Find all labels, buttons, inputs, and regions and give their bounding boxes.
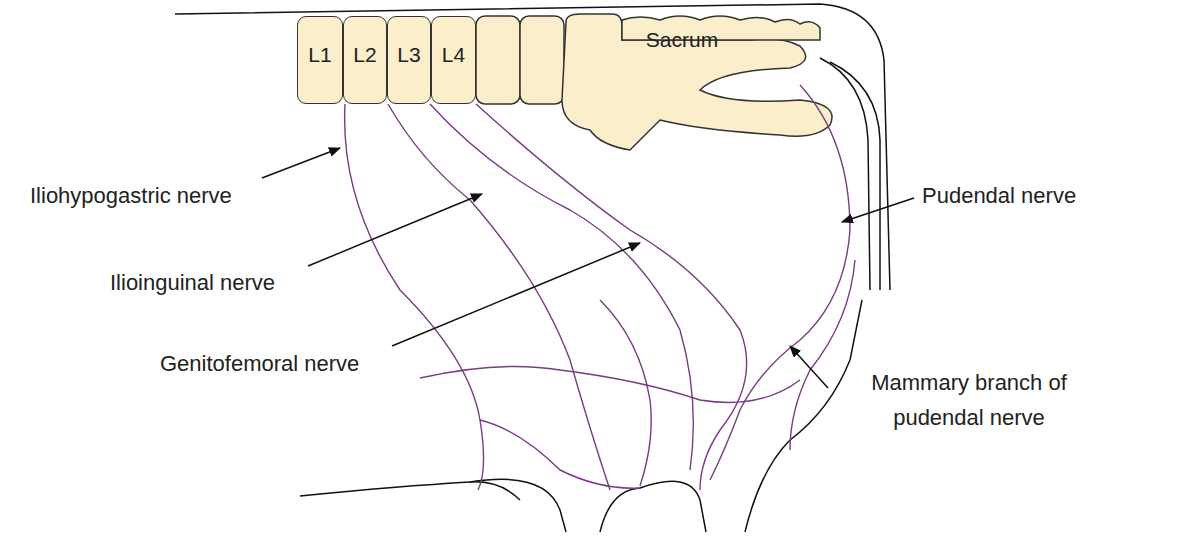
- nerve-label: Pudendal nerve: [922, 178, 1076, 213]
- nerve-label: Ilioinguinal nerve: [110, 265, 275, 300]
- leg-line: [745, 300, 862, 532]
- vertebra: [476, 16, 520, 104]
- vertebra-box: L4: [431, 16, 476, 104]
- nerves: [345, 85, 855, 490]
- vertebra: [520, 16, 564, 104]
- leader-arrows: [262, 148, 914, 388]
- vertebra-label: L2: [353, 43, 376, 67]
- back-outline: [175, 4, 890, 290]
- vertebra-box: L3: [387, 16, 431, 104]
- bone-label: Sacrum: [646, 28, 718, 52]
- sacrum-label-area: Sacrum: [622, 22, 742, 58]
- vertebra-label: L4: [442, 43, 465, 67]
- teat: [470, 479, 566, 532]
- belly-line: [300, 482, 520, 500]
- tail-line: [830, 62, 880, 290]
- nerve-label: Iliohypogastric nerve: [30, 178, 232, 213]
- nerve-label: Genitofemoral nerve: [160, 346, 359, 381]
- vertebra-box: L1: [297, 16, 343, 104]
- vertebra-box: L2: [343, 16, 387, 104]
- vertebra-label: L1: [308, 43, 331, 67]
- nerve-label: Mammary branch of pudendal nerve: [838, 365, 1100, 435]
- teat: [600, 481, 706, 532]
- pelvis: [562, 14, 832, 150]
- vertebra-label: L3: [397, 43, 420, 67]
